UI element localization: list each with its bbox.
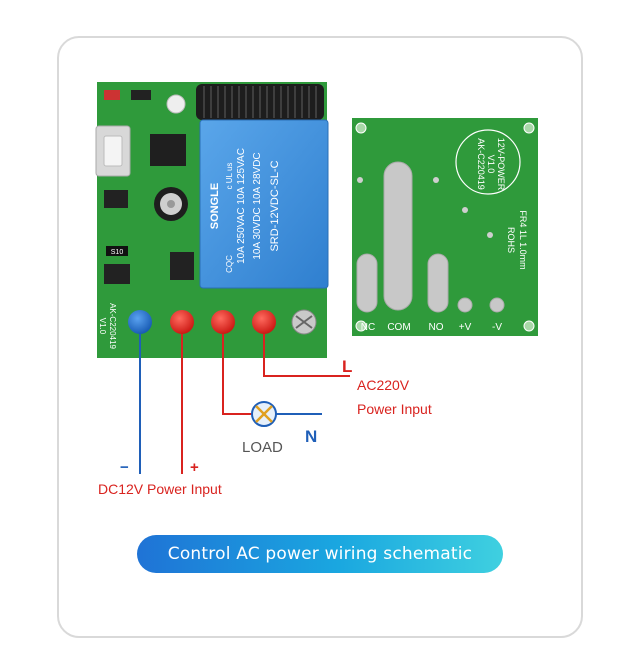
- relay-model: SRD-12VDC-SL-C: [269, 160, 281, 251]
- board-version: V1.0: [98, 318, 107, 335]
- label-n: N: [305, 427, 317, 446]
- smd-component: [131, 90, 151, 100]
- solder-trace-com: [383, 161, 413, 311]
- terminal-ac-l: [252, 310, 276, 334]
- label-dc-input: DC12V Power Input: [98, 481, 222, 497]
- relay-cert: CQC: [225, 255, 234, 273]
- ic-chip: [150, 134, 186, 166]
- solder-trace-nc: [356, 253, 378, 313]
- label-plus: +: [190, 459, 199, 476]
- board-edge-label: AK-C220419: [108, 303, 117, 349]
- transistor: [104, 264, 130, 284]
- resistor-s10: [106, 246, 128, 256]
- screw-terminal: [291, 309, 317, 335]
- back-label-ver: V1.0: [486, 155, 496, 174]
- load-lamp-icon: [251, 401, 277, 427]
- terminal-dc-plus: [170, 310, 194, 334]
- label-ac-1: AC220V: [357, 377, 410, 393]
- back-terminal-vplus: +V: [459, 322, 472, 333]
- relay-rating-2: 10A 30VDC 10A 28VDC: [252, 152, 263, 259]
- label-ac-2: Power Input: [357, 401, 432, 417]
- led: [104, 90, 120, 100]
- relay-brand: SONGLE: [209, 183, 221, 229]
- back-board: AK-C220419 V1.0 12V-POWER ROHS FR4 1L 1.…: [352, 118, 538, 336]
- back-terminal-com: COM: [387, 322, 410, 333]
- back-label-power: 12V-POWER: [496, 138, 506, 191]
- back-label-fr4: FR4 1L 1.0mm: [518, 210, 528, 269]
- label-l: L: [342, 357, 352, 376]
- antenna-coil: [196, 84, 324, 120]
- back-terminal-no: NO: [429, 322, 444, 333]
- learn-button: [95, 125, 131, 177]
- wire-line: [263, 334, 350, 377]
- back-label-pcb: AK-C220419: [476, 138, 486, 190]
- back-terminal-nc: NC: [361, 322, 375, 333]
- receiver-board: S10 SONGLE 10A 250VAC 10A 125VAC 10A 30V…: [95, 82, 329, 358]
- back-terminal-vminus: -V: [492, 322, 502, 333]
- label-load: LOAD: [242, 439, 283, 456]
- wire-load: [222, 334, 252, 415]
- back-label-rohs: ROHS: [506, 227, 516, 253]
- terminal-dc-minus: [128, 310, 152, 334]
- terminal-load: [211, 310, 235, 334]
- caption-banner: Control AC power wiring schematic: [137, 535, 503, 573]
- label-minus: −: [120, 459, 129, 476]
- s10-label: S10: [111, 249, 124, 256]
- relay-cert2: c UL us: [225, 163, 234, 190]
- relay: SONGLE 10A 250VAC 10A 125VAC 10A 30VDC 1…: [199, 119, 329, 289]
- crystal: [166, 94, 186, 114]
- solder-trace-no: [427, 253, 449, 313]
- regulator: [104, 190, 128, 208]
- wires: [139, 334, 350, 474]
- electrolytic-capacitor: [154, 187, 188, 221]
- diode: [170, 252, 194, 280]
- relay-rating-1: 10A 250VAC 10A 125VAC: [236, 148, 247, 264]
